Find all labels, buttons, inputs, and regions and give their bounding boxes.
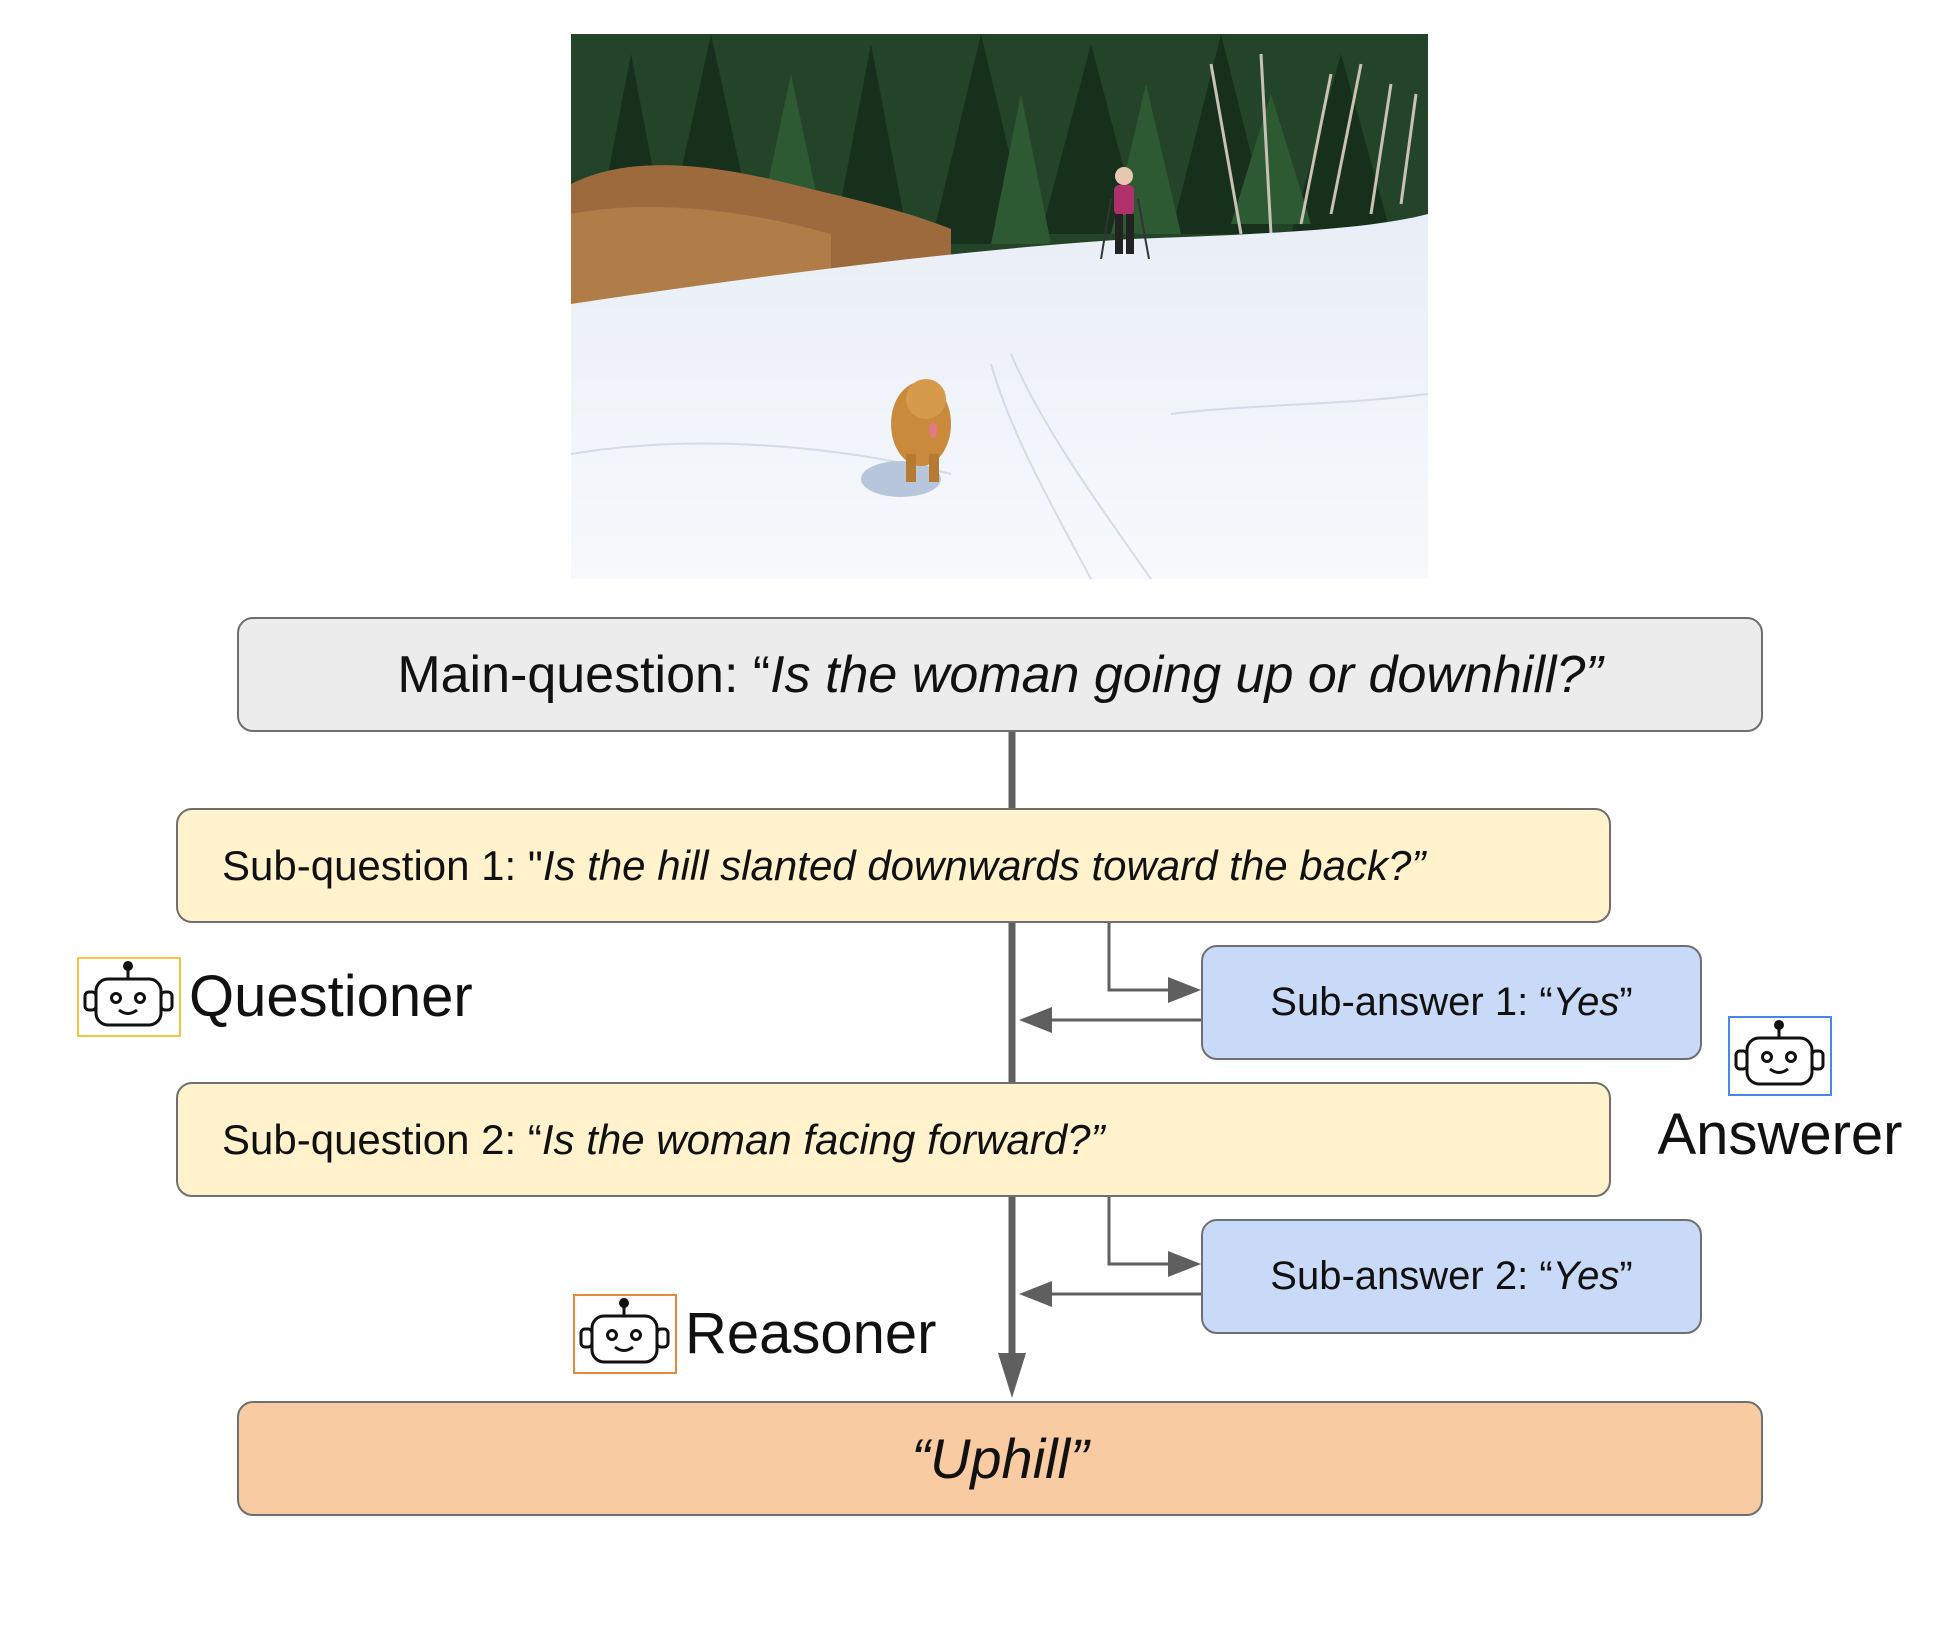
- sub-answer-1-prefix: Sub-answer 1:: [1270, 980, 1529, 1024]
- sub-answer-2-open-quote: “: [1539, 1254, 1553, 1298]
- sub-question-2-prefix: Sub-question 2:: [222, 1115, 517, 1163]
- sub-question-2-close-quote: ”: [1090, 1115, 1105, 1163]
- sub-answer-1-open-quote: “: [1539, 980, 1553, 1024]
- sub-question-1-close-quote: ”: [1411, 841, 1426, 889]
- scene-photo: [571, 34, 1428, 579]
- final-answer-box: “Uphill”: [237, 1401, 1763, 1516]
- reasoner-label: Reasoner: [685, 1301, 937, 1366]
- main-question-box: Main-question: “Is the woman going up or…: [237, 617, 1763, 732]
- sub-question-1-box: Sub-question 1: "Is the hill slanted dow…: [176, 808, 1611, 923]
- sub-answer-1-text: Yes: [1552, 980, 1620, 1024]
- final-answer-open-quote: “: [911, 1427, 930, 1490]
- final-answer-text: Uphill: [929, 1427, 1071, 1490]
- main-question-open-quote: “: [752, 645, 771, 704]
- sub-question-2-text: Is the woman facing forward?: [541, 1115, 1091, 1163]
- sub-answer-1-close-quote: ”: [1619, 980, 1633, 1024]
- answerer-role: Answerer: [1650, 1016, 1910, 1164]
- reasoner-role: Reasoner: [573, 1294, 936, 1374]
- final-answer-close-quote: ”: [1070, 1427, 1089, 1490]
- sub-answer-2-close-quote: ”: [1619, 1254, 1633, 1298]
- main-question-text: Is the woman going up or downhill?: [770, 645, 1586, 704]
- sub-question-2-box: Sub-question 2: “Is the woman facing for…: [176, 1082, 1611, 1197]
- sub-answer-2-prefix: Sub-answer 2:: [1270, 1254, 1529, 1298]
- answerer-label: Answerer: [1657, 1102, 1903, 1167]
- sub-question-1-prefix: Sub-question 1:: [222, 841, 517, 889]
- sub-question-1-open-quote: ": [527, 841, 543, 889]
- questioner-label: Questioner: [189, 964, 473, 1029]
- main-trunk-arrowhead: [998, 1353, 1026, 1398]
- robot-icon: [573, 1294, 677, 1374]
- main-question-close-quote: ”: [1585, 645, 1603, 704]
- ask-arrow-1: [1107, 923, 1170, 992]
- sub-question-2-open-quote: “: [527, 1115, 542, 1163]
- robot-icon: [1728, 1016, 1832, 1096]
- main-question-prefix: Main-question:: [397, 645, 739, 704]
- sub-answer-2-box: Sub-answer 2: “Yes”: [1201, 1219, 1702, 1334]
- sub-answer-2-text: Yes: [1552, 1254, 1620, 1298]
- sub-question-1-text: Is the hill slanted downwards toward the…: [542, 841, 1412, 889]
- questioner-role: Questioner: [77, 957, 473, 1037]
- robot-icon: [77, 957, 181, 1037]
- sub-answer-1-box: Sub-answer 1: “Yes”: [1201, 945, 1702, 1060]
- ask-arrow-2: [1107, 1197, 1170, 1266]
